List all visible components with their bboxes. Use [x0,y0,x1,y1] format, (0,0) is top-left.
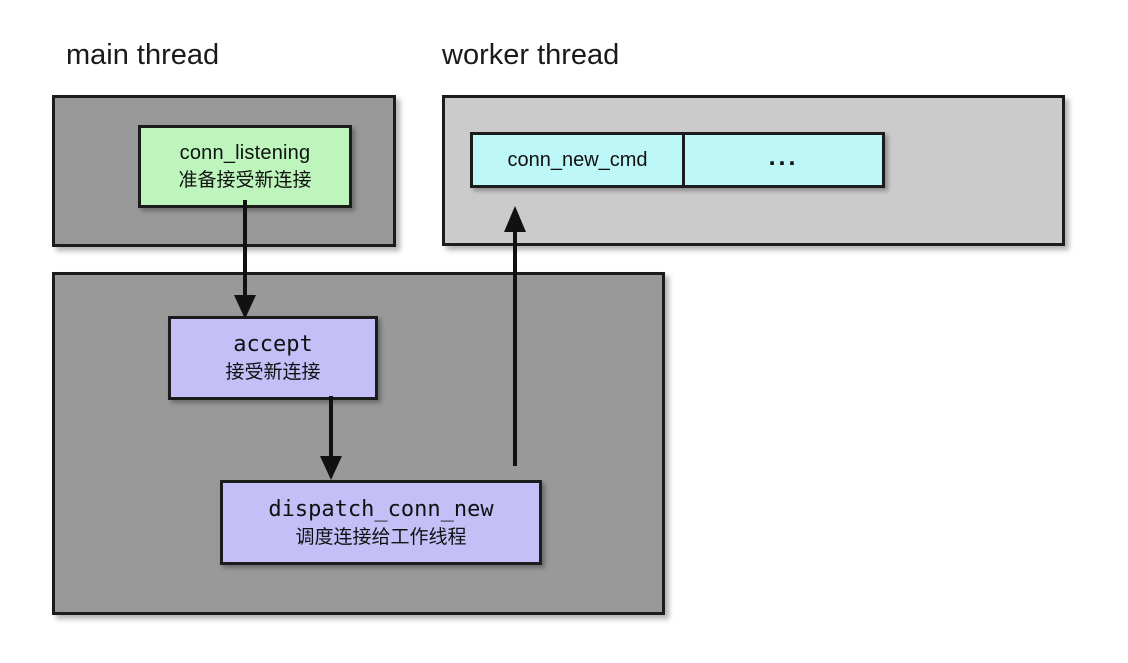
node-accept[interactable]: accept 接受新连接 [168,316,378,400]
edge-conn-listening-to-accept [234,200,256,319]
node-dispatch-conn-new-description: 调度连接给工作线程 [295,525,467,548]
worker-command-queue[interactable]: conn_new_cmd ... [470,132,885,188]
queue-cell-conn-new-cmd[interactable]: conn_new_cmd [473,135,685,185]
worker-thread-label: worker thread [442,39,620,71]
node-conn-listening-name: conn_listening [179,142,311,164]
node-conn-listening[interactable]: conn_listening 准备接受新连接 [138,125,352,208]
main-thread-label: main thread [66,39,220,71]
node-accept-description: 接受新连接 [225,361,321,384]
node-accept-name: accept [233,332,313,358]
node-dispatch-conn-new[interactable]: dispatch_conn_new 调度连接给工作线程 [220,480,542,565]
node-conn-listening-description: 准备接受新连接 [178,168,312,191]
edge-accept-to-dispatch-conn-new [320,396,342,480]
node-dispatch-conn-new-name: dispatch_conn_new [268,496,494,522]
edge-dispatch-conn-new-to-worker-queue [504,206,526,466]
queue-cell-ellipsis[interactable]: ... [768,142,799,171]
